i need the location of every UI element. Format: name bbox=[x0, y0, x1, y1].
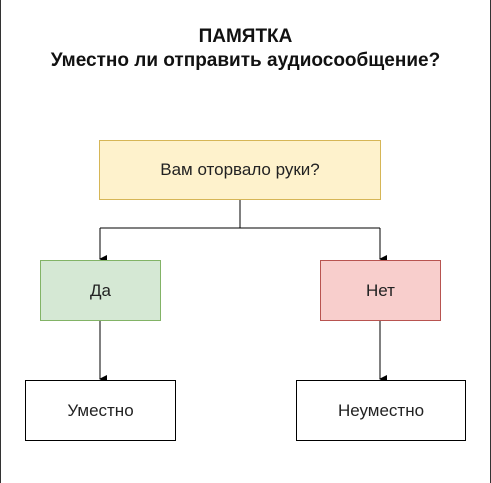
node-yes: Да bbox=[40, 260, 161, 321]
page-subtitle: Уместно ли отправить аудиосообщение? bbox=[50, 50, 441, 71]
node-appropriate-label: Уместно bbox=[67, 400, 134, 420]
node-no-label: Нет bbox=[366, 280, 395, 300]
node-yes-label: Да bbox=[90, 280, 111, 300]
node-inappropriate-label: Неуместно bbox=[337, 400, 425, 420]
node-question-label: Вам оторвало руки? bbox=[160, 160, 320, 179]
page-title: ПАМЯТКА bbox=[198, 26, 293, 47]
node-no: Нет bbox=[320, 260, 441, 321]
node-appropriate: Уместно bbox=[25, 380, 176, 441]
node-question: Вам оторвало руки? bbox=[99, 140, 381, 200]
node-inappropriate: Неуместно bbox=[296, 380, 466, 441]
